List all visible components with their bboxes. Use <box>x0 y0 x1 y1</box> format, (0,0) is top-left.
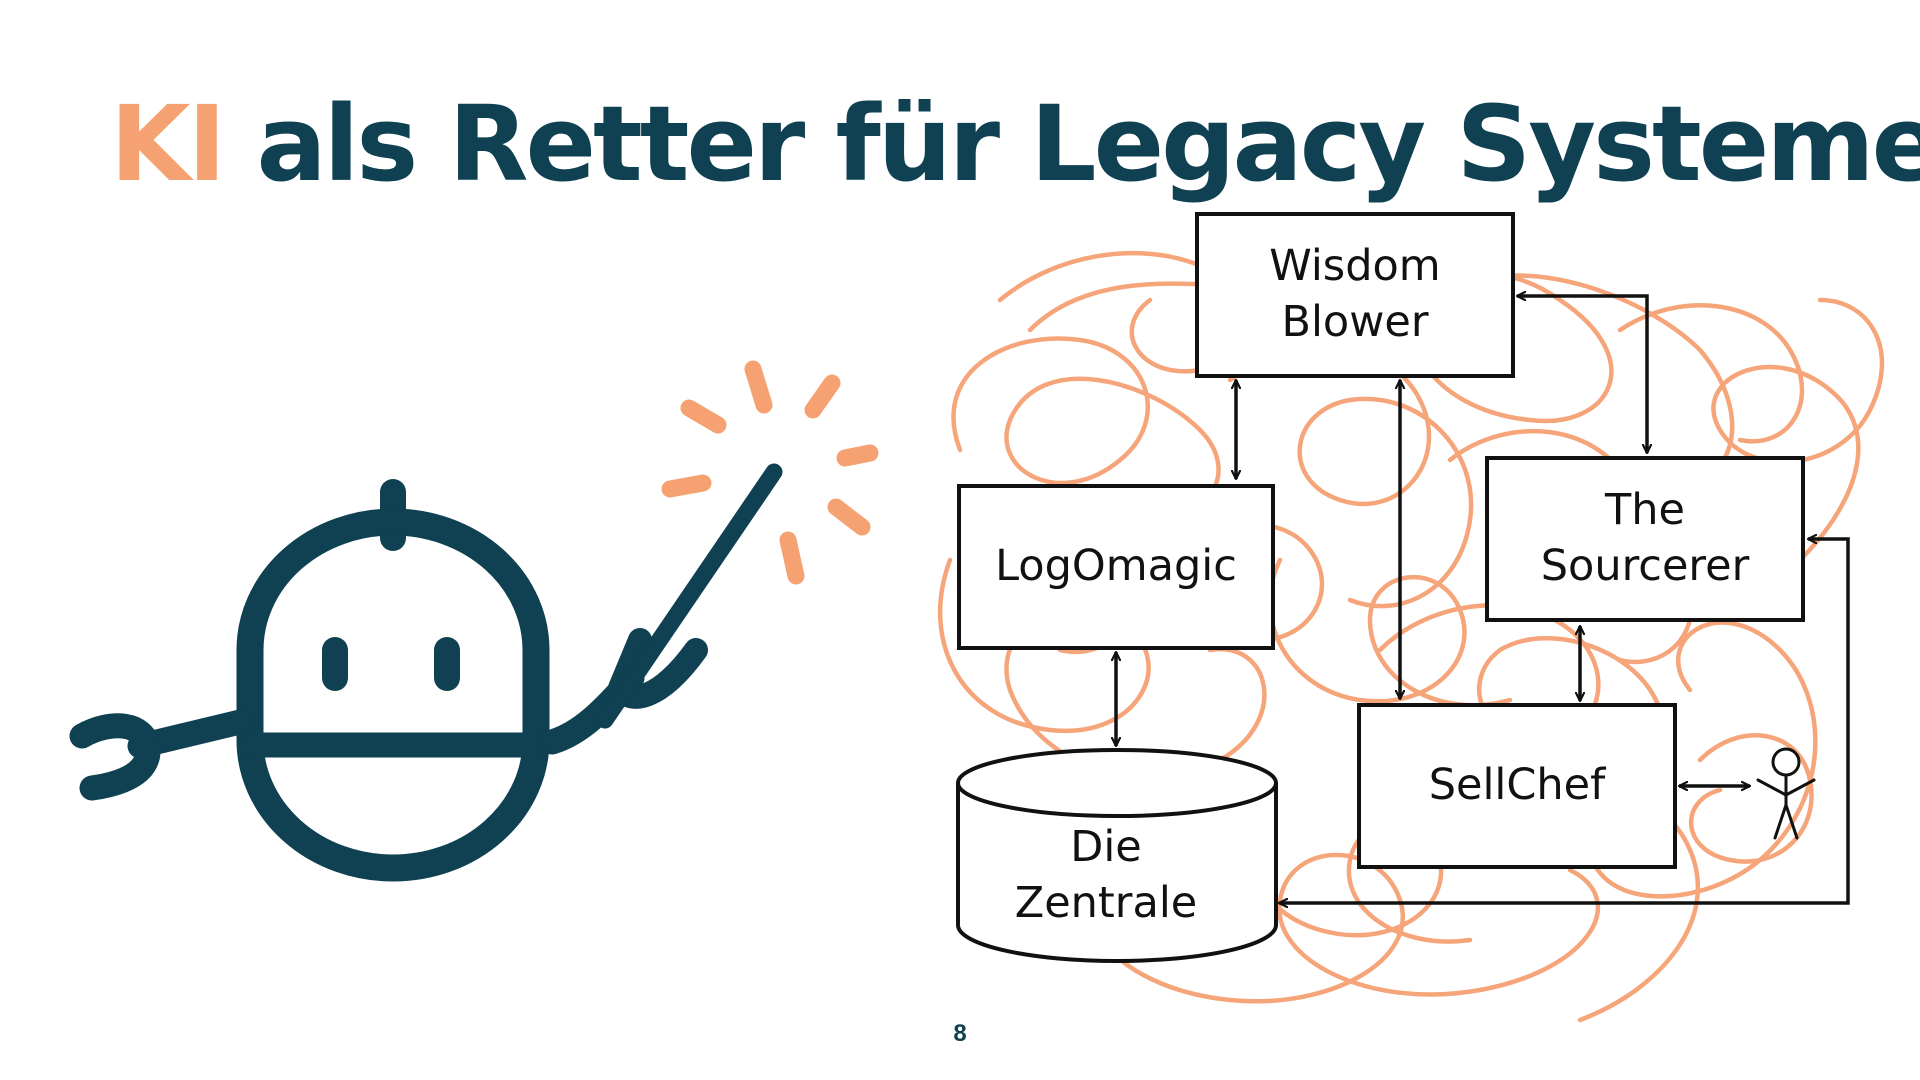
node-sellchef: SellChef <box>1357 703 1677 869</box>
diagram-connections <box>1116 296 1850 903</box>
node-wisdom-blower: Wisdom Blower <box>1195 212 1515 378</box>
edge-zentrale-sourcerer <box>1279 539 1850 903</box>
stick-figure-user-icon <box>1756 747 1816 840</box>
title-text: als Retter für Legacy Systeme? <box>223 83 1920 205</box>
page-number: 8 <box>953 1020 967 1047</box>
node-die-zentrale-label: Die Zentrale <box>1014 822 1198 928</box>
robot-left-claw <box>69 713 161 801</box>
node-logomagic: LogOmagic <box>957 484 1275 650</box>
sparkle-icon <box>661 360 879 585</box>
robot-icon <box>69 463 783 882</box>
slide-title: KI als Retter für Legacy Systeme? <box>110 92 1920 196</box>
edge-wisdom-sourcerer <box>1517 296 1647 453</box>
node-the-sourcerer: The Sourcerer <box>1485 456 1805 622</box>
robot-head <box>236 508 550 882</box>
magic-wand-icon <box>596 463 783 729</box>
die-zentrale-cylinder <box>956 748 1278 963</box>
title-accent: KI <box>110 83 226 205</box>
